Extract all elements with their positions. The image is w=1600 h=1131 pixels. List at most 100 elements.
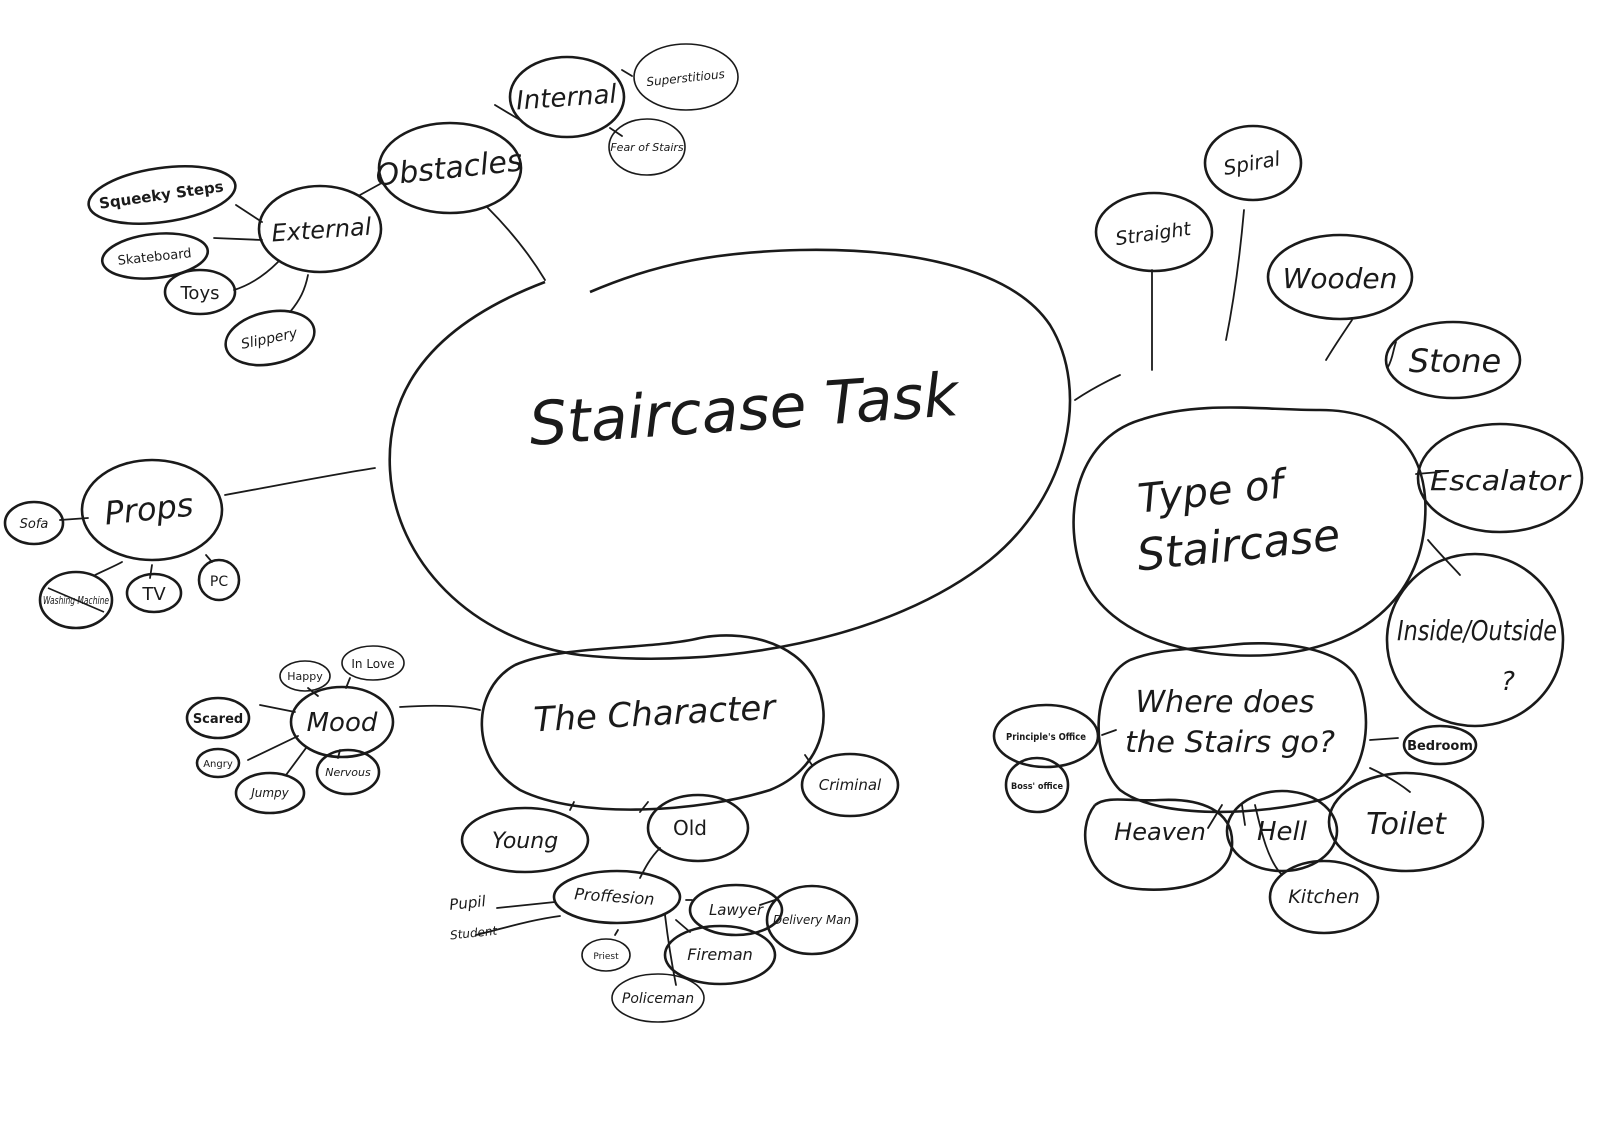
sofa-label: Sofa [20, 517, 49, 532]
escalator-node [1416, 422, 1584, 534]
stone-label: Stone [1409, 342, 1501, 380]
wooden-node [1266, 233, 1414, 321]
toys-node [163, 268, 237, 316]
criminal-node [800, 752, 900, 818]
policeman-label: Policeman [622, 991, 694, 1007]
straight-node [1094, 191, 1214, 273]
tv-node [125, 572, 183, 614]
inside-outside-line2: ? [1501, 667, 1515, 697]
fireman-label: Fireman [687, 945, 753, 964]
student-label: Student [449, 923, 499, 942]
boss-office-node [1004, 756, 1070, 814]
toys-label: Toys [180, 283, 220, 304]
central-node: Staircase Task [388, 248, 1072, 660]
happy-node [279, 660, 331, 692]
priest-label: Priest [593, 952, 619, 962]
heaven-label: Heaven [1114, 818, 1206, 846]
angry-label: Angry [203, 759, 233, 770]
character-label: The Character [533, 688, 779, 741]
criminal-label: Criminal [819, 776, 882, 794]
pc-label: PC [210, 574, 228, 590]
young-label: Young [492, 829, 558, 854]
straight-label: Straight [1114, 218, 1194, 251]
profession-label: Proffesion [574, 884, 655, 909]
character-branch: The Character Mood Happy In Love Scared … [185, 634, 900, 1023]
where-branch: Where does the Stairs go? Principle's Of… [992, 642, 1485, 935]
jumpy-node [234, 771, 306, 815]
washing-machine-node [38, 570, 114, 630]
lawyer-node [688, 883, 784, 937]
in-love-label: In Love [351, 657, 394, 671]
kitchen-label: Kitchen [1288, 886, 1359, 908]
priest-node [581, 938, 631, 972]
obstacles-label: Obstacles [374, 143, 524, 193]
inside-outside-line1: Inside/Outside [1397, 614, 1557, 647]
obstacles-branch: Obstacles Internal Superstitious Fear of… [87, 43, 739, 367]
skateboard-node [100, 232, 210, 280]
inside-outside-node [1385, 552, 1565, 728]
props-branch: Props Sofa Washing Machine TV PC [3, 458, 241, 630]
superstitious-node [633, 43, 739, 111]
heaven-node [1083, 798, 1234, 891]
stone-node [1384, 320, 1522, 400]
pc-node [197, 558, 241, 602]
mood-label: Mood [307, 708, 378, 738]
central-node-label: Staircase Task [527, 360, 963, 460]
fear-of-stairs-label: Fear of Stairs [610, 141, 684, 154]
old-label: Old [673, 816, 707, 840]
superstitious-label: Superstitious [646, 67, 726, 89]
connector-lines [59, 69, 1461, 986]
obstacles-node [377, 121, 523, 215]
scared-label: Scared [193, 712, 243, 727]
external-label: External [271, 213, 373, 248]
type-of-staircase-line2: Staircase [1135, 510, 1343, 582]
delivery-man-label: Delivery Man [773, 913, 851, 927]
squeeky-steps-node [87, 165, 237, 225]
mood-node [289, 685, 395, 759]
nervous-label: Nervous [325, 766, 371, 779]
nervous-node [315, 748, 381, 796]
skateboard-label: Skateboard [117, 246, 192, 269]
fireman-node [663, 924, 777, 986]
young-node [460, 806, 590, 874]
internal-label: Internal [515, 79, 618, 116]
policeman-node [611, 973, 705, 1023]
jumpy-label: Jumpy [249, 786, 289, 800]
external-node [257, 184, 383, 274]
tv-label: TV [141, 584, 166, 605]
kitchen-node [1268, 859, 1380, 935]
principles-office-label: Principle's Office [1006, 732, 1086, 743]
toilet-label: Toilet [1366, 807, 1447, 842]
bedroom-node [1402, 724, 1478, 766]
fear-of-stairs-node [608, 118, 686, 176]
spiral-node [1203, 124, 1303, 202]
squeeky-steps-label: Squeeky Steps [98, 177, 225, 212]
happy-label: Happy [287, 670, 323, 683]
props-label: Props [103, 486, 196, 533]
escalator-label: Escalator [1430, 464, 1572, 497]
in-love-node [341, 645, 405, 681]
type-of-staircase-branch: Type of Staircase Spiral Straight Wooden… [1072, 124, 1584, 728]
slippery-node [224, 309, 316, 367]
principles-office-node [992, 703, 1100, 769]
wooden-label: Wooden [1283, 262, 1398, 295]
slippery-label: Slippery [240, 325, 300, 353]
profession-node [552, 869, 682, 925]
lawyer-label: Lawyer [709, 901, 764, 919]
old-node [646, 793, 750, 863]
delivery-man-node [765, 884, 859, 956]
hell-label: Hell [1257, 817, 1308, 847]
sofa-node [3, 500, 65, 546]
where-line1: Where does [1136, 685, 1315, 720]
spiral-label: Spiral [1222, 146, 1283, 180]
bedroom-label: Bedroom [1407, 739, 1473, 754]
hell-node [1225, 789, 1339, 873]
pupil-label: Pupil [448, 892, 487, 914]
angry-node [195, 747, 241, 779]
toilet-node [1327, 771, 1485, 873]
washing-machine-label: Washing Machine [43, 594, 109, 607]
boss-office-label: Boss' office [1011, 782, 1063, 792]
scared-node [185, 696, 251, 740]
type-of-staircase-line1: Type of [1136, 461, 1292, 523]
where-line2: the Stairs go? [1125, 725, 1335, 759]
